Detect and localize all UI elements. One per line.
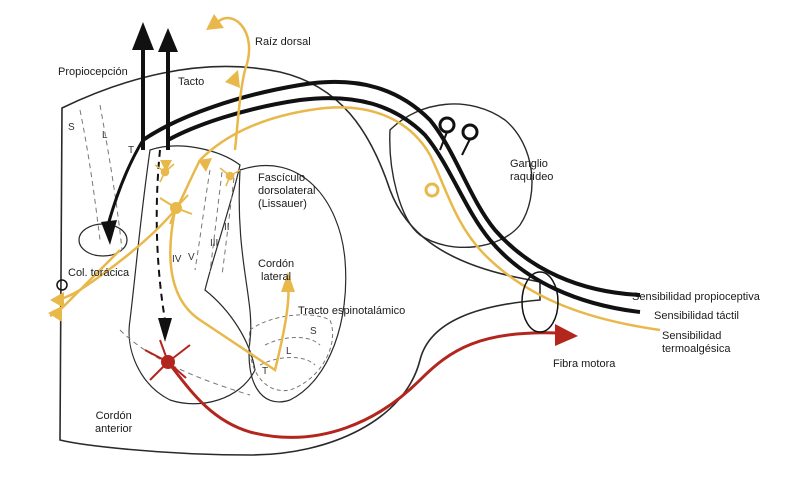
label-sensibilidad-propioceptiva: Sensibilidad propioceptiva (632, 291, 760, 303)
dashed-lamina-line (99, 104, 123, 251)
yellow-arrowhead-left (48, 306, 62, 322)
column-letter-t-lateral: T (262, 366, 269, 377)
ganglion-cell (461, 123, 479, 141)
dashed-lamina-line (209, 171, 223, 273)
motor-neuron (144, 339, 191, 381)
label-sensibilidad-tactil: Sensibilidad táctil (654, 310, 739, 322)
lamina-iv: IV (172, 254, 182, 265)
lamina-i: I (238, 205, 241, 216)
label-cordon-lateral: Cordón lateral (258, 258, 295, 283)
nerve-bundle-outline (521, 271, 559, 333)
lamina-iii: III (210, 238, 219, 249)
dashed-tract-outline (248, 314, 334, 392)
dashed-tract-outline (259, 357, 316, 366)
column-letter-t: T (128, 145, 135, 156)
raiz-dorsal-loop (214, 16, 251, 151)
tacto-arrowhead (158, 28, 178, 52)
label-cordon-anterior: Cordón anterior (95, 410, 133, 435)
descending-arrowhead (101, 220, 117, 245)
label-fibra-motora: Fibra motora (553, 358, 616, 370)
label-sensibilidad-termoalgesica: Sensibilidad termoalgésica (662, 330, 731, 355)
raiz-dorsal-arrowhead (206, 14, 224, 30)
label-col-toracica: Col. torácica (68, 267, 130, 279)
label-propiocepcion: Propiocepción (58, 66, 128, 78)
yellow-crossing-fiber (169, 209, 290, 373)
propioceptive-fiber (141, 79, 641, 297)
label-tracto-espinotalamico: Tracto espinotalámico (298, 305, 406, 317)
column-letter-l-lateral: L (286, 346, 292, 357)
descending-arrowhead (158, 318, 172, 342)
yellow-arrowhead-up (281, 272, 295, 292)
motor-arrowhead (555, 324, 578, 346)
dashed-lamina-line (79, 109, 101, 241)
ganglion-cell-stem (461, 138, 471, 156)
ganglion-cell (438, 116, 456, 134)
gray-matter-outline (128, 145, 256, 405)
motor-fiber (166, 331, 561, 439)
lamina-ii: II (224, 222, 230, 233)
raiz-dorsal-arrowhead (225, 70, 240, 88)
propiocepcion-arrowhead (132, 22, 154, 50)
label-fasciculo-dorsolateral: Fascículo dorsolateral (Lissauer) (258, 172, 316, 210)
dashed-lamina-line (194, 169, 211, 271)
dashed-lamina-line (221, 177, 235, 276)
label-tacto: Tacto (178, 76, 205, 88)
column-letter-l: L (102, 130, 108, 141)
thermoalgesic-fiber (199, 106, 661, 332)
tactile-fiber (167, 96, 641, 314)
label-ganglio-raquideo: Ganglio raquídeo (510, 158, 554, 183)
ganglion-cell-stem (439, 131, 448, 151)
dashed-tract-outline (264, 337, 321, 346)
central-canal-marker (56, 279, 68, 291)
yellow-arrowhead-down (198, 158, 212, 172)
yellow-neuron (159, 194, 193, 225)
spinal-cord-outline (59, 65, 541, 456)
yellow-neuron (219, 167, 241, 187)
ganglion-outline (389, 103, 533, 248)
dashed-cord-outline (119, 329, 251, 396)
lamina-v: V (188, 252, 195, 263)
descending-black-fiber (106, 139, 145, 226)
lateral-funiculus-outline (238, 164, 347, 403)
column-letter-s: S (68, 122, 75, 133)
label-raiz-dorsal: Raíz dorsal (255, 36, 311, 48)
yellow-arrowhead-down (160, 160, 172, 172)
yellow-arrowhead-left (50, 292, 64, 308)
column-letter-s-lateral: S (310, 326, 317, 337)
ganglion-cell-yellow (424, 182, 440, 198)
